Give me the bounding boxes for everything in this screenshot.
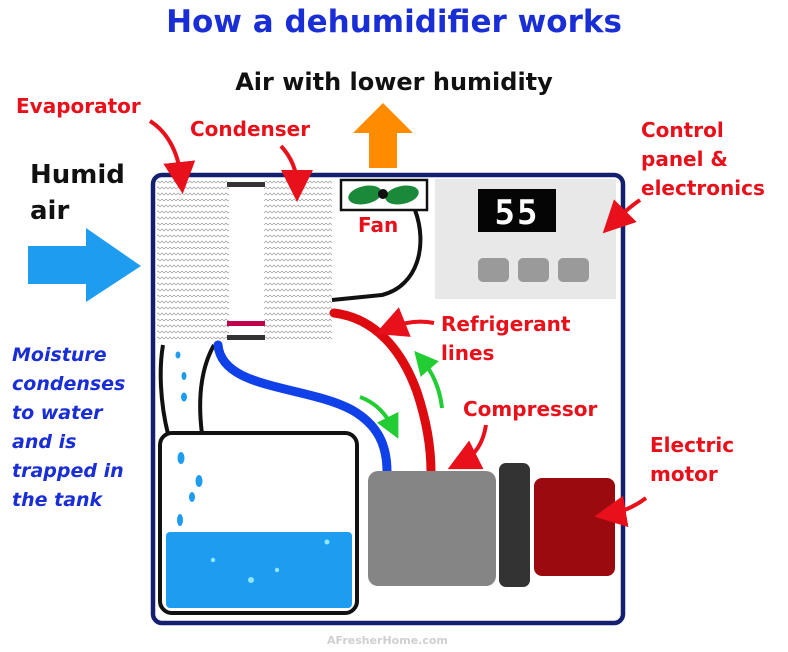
moisture-note-line: and is	[12, 431, 77, 453]
electric-motor-label-line1: Electric	[650, 433, 735, 457]
humidity-display-value: 55	[495, 193, 540, 233]
refrigerant-pointer-arrow	[375, 307, 435, 337]
flow-arrow-down	[359, 395, 399, 439]
moisture-note-line: condenses	[12, 373, 126, 395]
refrigerant-lines-label-line2: lines	[441, 341, 495, 365]
humid-air-arrow	[28, 228, 141, 302]
compressor-label: Compressor	[463, 397, 598, 421]
dehumidifier-housing	[150, 172, 626, 626]
outlet-air-arrow	[353, 103, 413, 168]
control-button-2	[518, 258, 549, 282]
flow-arrow-up	[414, 350, 444, 409]
refrigerant-lines-label-line1: Refrigerant	[441, 312, 571, 336]
electric-motor	[534, 478, 615, 576]
control-panel-label-line1: Control	[641, 118, 724, 142]
fan-label: Fan	[358, 213, 399, 237]
motor-pointer-arrow	[594, 495, 648, 528]
humid-air-label-line2: air	[30, 196, 70, 226]
water-droplet-icon	[175, 351, 203, 526]
motor-coupling	[499, 463, 530, 587]
fan-icon	[348, 185, 419, 205]
humid-air-label-line1: Humid	[30, 160, 125, 190]
condenser-label: Condenser	[190, 117, 311, 141]
moisture-note-line: the tank	[12, 489, 103, 511]
humidity-display	[478, 189, 556, 232]
watermark: AFresherHome.com	[327, 634, 448, 647]
condenser-pointer-arrow	[279, 144, 313, 202]
evaporator-label: Evaporator	[16, 94, 141, 118]
moisture-note: Moisture condenses to water and is trapp…	[12, 341, 152, 515]
control-button-1	[478, 258, 509, 282]
moisture-note-line: trapped in	[12, 460, 124, 482]
control-panel-label-line3: electronics	[641, 176, 765, 200]
tank-water	[166, 532, 352, 608]
moisture-note-line: to water	[12, 402, 103, 424]
coil-divider-magenta	[227, 321, 265, 326]
water-bubbles	[210, 539, 330, 583]
control-panel-label-line2: panel &	[641, 147, 728, 171]
control-button-3	[558, 258, 589, 282]
compressor	[368, 471, 496, 586]
control-panel-pointer-arrow	[602, 198, 642, 234]
compressor-pointer-arrow	[447, 424, 488, 470]
refrigerant-line-hot	[329, 308, 436, 477]
drain-funnel-right	[198, 344, 216, 435]
moisture-note-line: Moisture	[12, 344, 107, 366]
condenser-coil	[264, 179, 332, 343]
page-title: How a dehumidifier works	[166, 4, 622, 40]
refrigerant-line-cold	[213, 340, 392, 477]
outlet-air-label: Air with lower humidity	[235, 68, 553, 96]
electric-motor-label-line2: motor	[650, 462, 718, 486]
fan-drain-tube	[331, 209, 423, 302]
coil-divider-bottom	[227, 335, 265, 340]
evaporator-pointer-arrow	[148, 119, 196, 194]
coil-divider-top	[227, 182, 265, 187]
drain-funnel-left	[158, 344, 170, 435]
evaporator-coil	[157, 179, 229, 343]
